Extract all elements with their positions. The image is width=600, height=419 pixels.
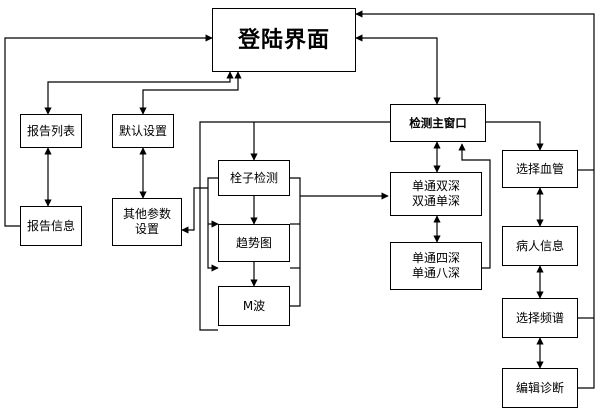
single-dual-label-line1: 单通双深 xyxy=(411,179,460,193)
select-vessel-label: 选择血管 xyxy=(515,161,564,176)
main-window-box: 检测主窗口 xyxy=(390,104,486,142)
other-params-label-line2: 设置 xyxy=(134,222,159,236)
trend-chart-box: 趋势图 xyxy=(218,224,290,262)
main-window-label: 检测主窗口 xyxy=(409,115,467,130)
patient-info-label: 病人信息 xyxy=(515,238,564,253)
patient-info-box: 病人信息 xyxy=(502,226,578,266)
m-wave-label: M波 xyxy=(242,298,266,313)
default-settings-label: 默认设置 xyxy=(118,123,167,138)
edit-diagnosis-box: 编辑诊断 xyxy=(502,368,578,408)
report-info-box: 报告信息 xyxy=(20,206,82,246)
select-spectrum-box: 选择频谱 xyxy=(502,298,578,338)
other-params-label-line1: 其他参数 xyxy=(122,207,171,221)
single-four-box: 单通四深 单通八深 xyxy=(390,242,482,290)
report-list-label: 报告列表 xyxy=(26,123,75,138)
single-four-label-line2: 单通八深 xyxy=(411,266,460,280)
trend-chart-label: 趋势图 xyxy=(235,235,272,250)
single-dual-label-line2: 双通单深 xyxy=(411,194,460,208)
edit-diagnosis-label: 编辑诊断 xyxy=(515,380,564,395)
select-spectrum-label: 选择频谱 xyxy=(515,310,564,325)
other-params-box: 其他参数 设置 xyxy=(112,198,182,246)
single-dual-box: 单通双深 双通单深 xyxy=(390,172,482,216)
report-info-label: 报告信息 xyxy=(26,218,75,233)
m-wave-box: M波 xyxy=(218,286,290,326)
single-four-label-line1: 单通四深 xyxy=(411,251,460,265)
default-settings-box: 默认设置 xyxy=(112,114,174,148)
login-screen-box: 登陆界面 xyxy=(212,8,356,72)
login-screen-label: 登陆界面 xyxy=(237,27,330,53)
report-list-box: 报告列表 xyxy=(20,114,82,148)
select-vessel-box: 选择血管 xyxy=(502,150,578,188)
bolt-detect-box: 栓子检测 xyxy=(218,160,290,196)
bolt-detect-label: 栓子检测 xyxy=(229,170,278,185)
